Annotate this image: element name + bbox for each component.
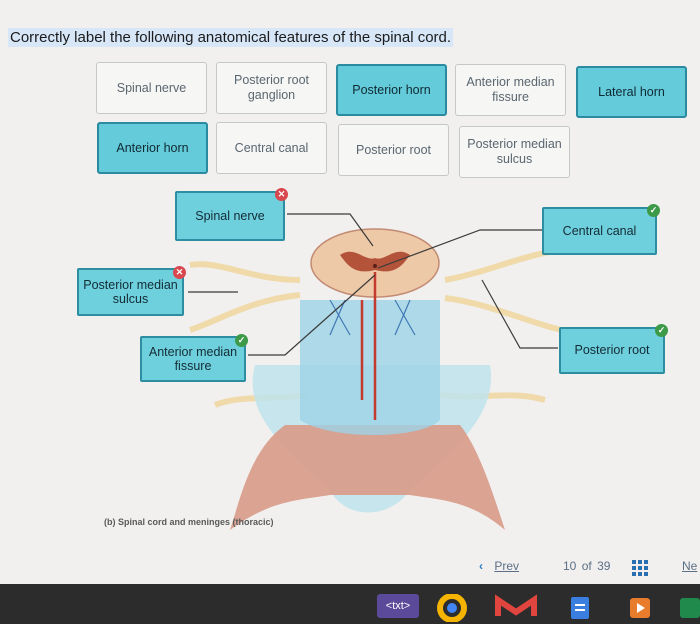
prev-button[interactable]: ‹ Prev: [479, 559, 520, 573]
play-store-icon[interactable]: [626, 594, 654, 618]
placed-label-posterior-root[interactable]: Posterior root ✓: [559, 324, 668, 374]
checkmark-icon: ✓: [655, 324, 668, 337]
placed-label-posterior-median-sulcus[interactable]: Posterior median sulcus ✕: [77, 266, 186, 316]
txt-app[interactable]: <txt>: [377, 594, 419, 618]
checkmark-icon: ✓: [647, 204, 660, 217]
placed-label-anterior-median-fissure[interactable]: Anterior median fissure ✓: [140, 334, 248, 382]
chrome-icon[interactable]: [436, 593, 468, 623]
vertebral-segment: [300, 300, 440, 435]
nerve-rootlets: [329, 299, 416, 336]
bank-label-anterior-median-fissure[interactable]: Anterior median fissure: [455, 64, 566, 116]
grid-icon[interactable]: [632, 560, 648, 576]
chevron-left-icon: ‹: [479, 559, 483, 573]
bank-label-central-canal[interactable]: Central canal: [216, 122, 327, 174]
arachnoid-base: [230, 425, 505, 530]
gray-matter: [340, 251, 410, 272]
placed-label-central-canal[interactable]: Central canal ✓: [542, 204, 660, 255]
docs-icon[interactable]: [566, 594, 594, 619]
central-canal-dot: [373, 264, 377, 268]
question-text: Correctly label the following anatomical…: [8, 28, 454, 47]
bank-label-posterior-horn[interactable]: Posterior horn: [336, 64, 447, 116]
figure-caption: (b) Spinal cord and meninges (thoracic): [104, 517, 274, 527]
leader-lines: [188, 213, 558, 356]
app-icon[interactable]: [676, 594, 700, 618]
vessels: [360, 272, 377, 420]
gmail-icon[interactable]: [492, 594, 540, 618]
bank-label-posterior-root-ganglion[interactable]: Posterior root ganglion: [216, 62, 327, 114]
checkmark-icon: ✓: [235, 334, 248, 347]
x-icon: ✕: [275, 188, 288, 201]
page-indicator: 10 of 39: [563, 559, 611, 573]
next-button[interactable]: Ne: [682, 559, 698, 573]
bank-label-anterior-horn[interactable]: Anterior horn: [97, 122, 208, 174]
x-icon: ✕: [173, 266, 186, 279]
bank-label-posterior-median-sulcus[interactable]: Posterior median sulcus: [459, 126, 570, 178]
placed-label-spinal-nerve[interactable]: Spinal nerve ✕: [175, 188, 288, 241]
bank-label-spinal-nerve[interactable]: Spinal nerve: [96, 62, 207, 114]
taskbar: <txt>: [0, 584, 700, 624]
bank-label-lateral-horn[interactable]: Lateral horn: [576, 66, 687, 118]
bank-label-posterior-root[interactable]: Posterior root: [338, 124, 449, 176]
